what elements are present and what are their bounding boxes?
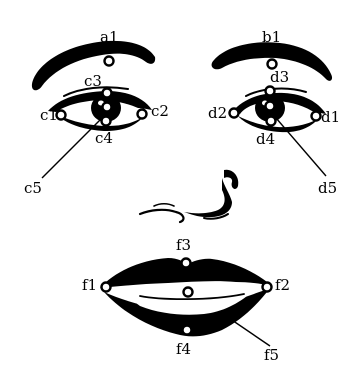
point-c4 [100,115,112,127]
leader-line-c5 [41,119,101,179]
label-f2: f2 [275,276,290,294]
label-c1: c1 [40,106,58,124]
nose [138,169,239,224]
label-f3: f3 [176,236,191,254]
label-d4: d4 [256,130,275,148]
label-a1: a1 [100,28,119,46]
label-d1: d1 [321,108,340,126]
right-eyebrow [211,42,333,81]
label-d2: d2 [208,104,227,122]
label-f4: f4 [176,340,191,358]
label-c2: c2 [151,102,169,120]
point-f4 [181,324,193,336]
leader-line-d5 [275,117,327,177]
label-f5: f5 [264,346,279,364]
label-d5: d5 [318,179,337,197]
label-f1: f1 [82,276,97,294]
label-c3: c3 [84,72,102,90]
point-f5 [182,286,194,298]
landmark-points [55,55,322,336]
mouth [100,258,272,337]
point-d5 [264,100,276,112]
point-b1 [266,58,278,70]
point-c3 [101,87,113,99]
point-c1 [55,109,67,121]
point-f2 [261,281,273,293]
label-b1: b1 [262,28,281,46]
label-c4: c4 [95,129,113,147]
point-d2 [228,107,240,119]
point-d3 [264,85,276,97]
label-c5: c5 [24,179,42,197]
point-d4 [265,115,277,127]
landmark-labels: a1 b1 c1 c2 c3 c4 c5 d1 d2 d3 d4 d5 f1 f… [24,28,340,364]
left-eye [48,86,152,131]
point-f3 [180,257,192,269]
point-c2 [136,108,148,120]
left-eyebrow [31,40,156,91]
label-d3: d3 [270,68,289,86]
point-a1 [103,55,115,67]
leader-line-f5 [225,315,271,347]
point-c5 [101,101,113,113]
point-f1 [100,281,112,293]
right-eye [232,87,326,133]
point-d1 [310,110,322,122]
